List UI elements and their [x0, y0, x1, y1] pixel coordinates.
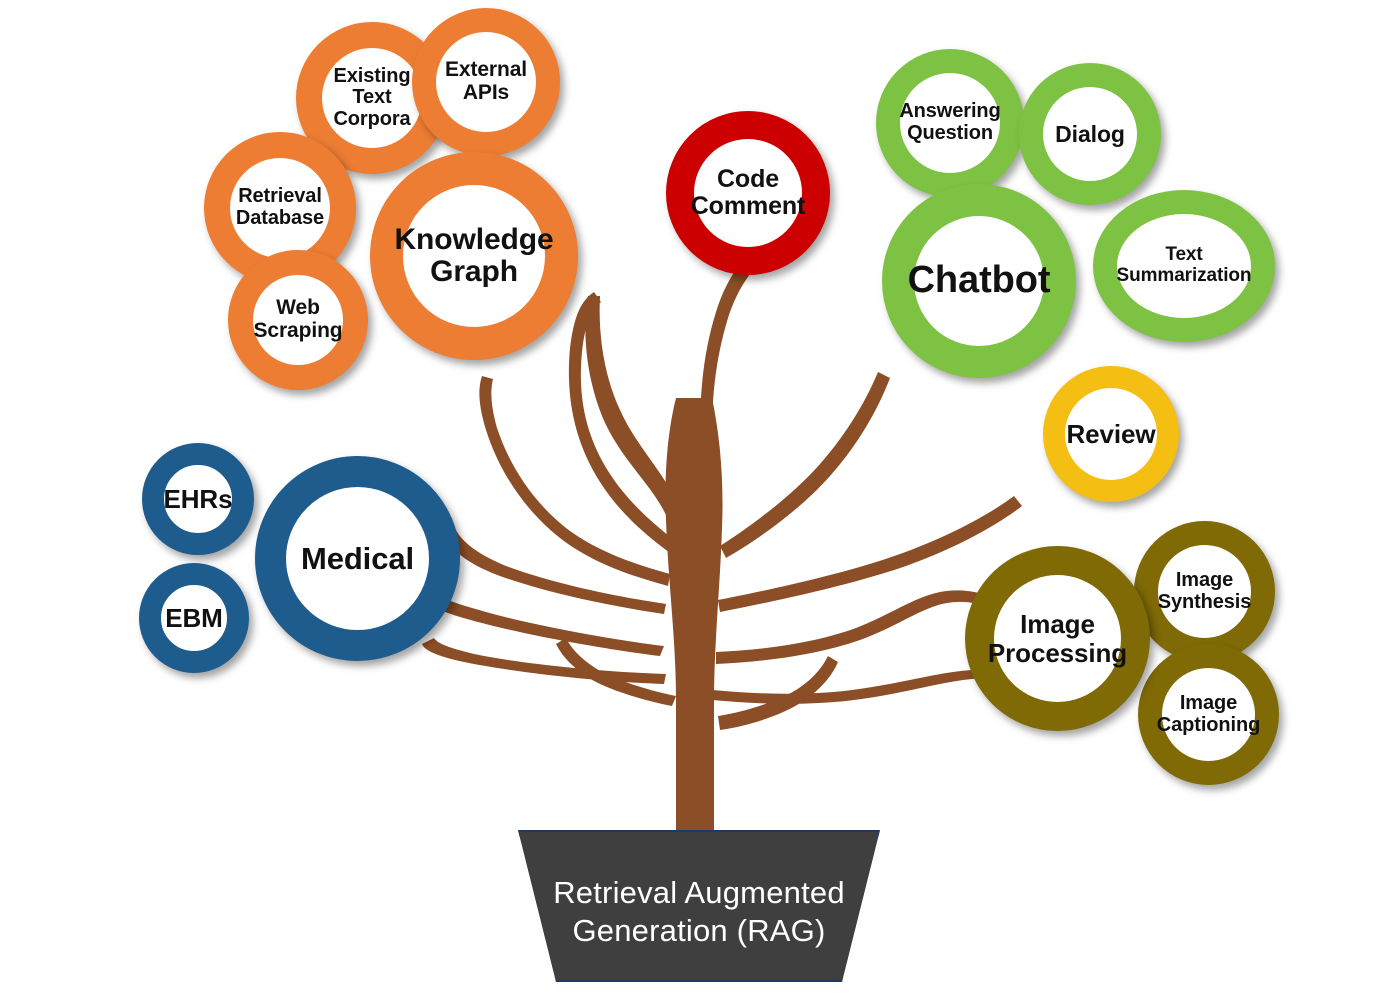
node-dialog[interactable]: Dialog [1019, 63, 1161, 205]
branch-left-upper [479, 376, 670, 586]
branch-to-code-comment [700, 252, 762, 430]
node-web-scraping[interactable]: Web Scraping [228, 250, 368, 390]
node-label: EBM [165, 602, 223, 633]
node-label: Answering Question [899, 100, 1001, 144]
branch-to-review [718, 496, 1022, 612]
node-external-apis[interactable]: External APIs [412, 8, 560, 156]
node-code-comment[interactable]: Code Comment [666, 111, 830, 275]
node-label: Image Processing [987, 609, 1128, 668]
node-label: External APIs [444, 58, 528, 104]
node-label: Image Captioning [1156, 691, 1261, 736]
node-label: Code Comment [690, 165, 806, 220]
node-label: Existing Text Corpora [333, 64, 411, 130]
pot-label: Retrieval Augmented Generation (RAG) [553, 875, 845, 948]
node-label: Knowledge Graph [394, 222, 554, 288]
node-knowledge-graph[interactable]: Knowledge Graph [370, 152, 578, 360]
node-ehrs[interactable]: EHRs [142, 443, 254, 555]
node-label: Dialog [1055, 120, 1125, 147]
node-image-synthesis[interactable]: Image Synthesis [1134, 521, 1275, 662]
branch-to-medical-top [440, 518, 666, 614]
node-label: Medical [300, 540, 414, 576]
pot: Retrieval Augmented Generation (RAG) [518, 830, 880, 982]
node-label: Retrieval Database [235, 185, 325, 229]
branch-right-short [718, 656, 838, 730]
branch-to-image-processing-upper [716, 590, 992, 664]
node-label: Text Summarization [1116, 244, 1252, 286]
trunk [665, 398, 723, 840]
node-image-processing[interactable]: Image Processing [965, 546, 1150, 731]
node-label: EHRs [163, 483, 233, 514]
node-label: Review [1066, 418, 1156, 449]
branch-to-chatbot [720, 372, 890, 558]
node-label: Image Synthesis [1157, 568, 1252, 613]
branch-to-medical-bottom [422, 638, 666, 684]
node-label: Web Scraping [253, 296, 343, 342]
branch-to-medical-mid [428, 594, 664, 656]
node-review[interactable]: Review [1043, 366, 1179, 502]
node-image-captioning[interactable]: Image Captioning [1138, 644, 1279, 785]
branch-left-short [556, 638, 676, 706]
branch-to-image-processing-lower [712, 669, 994, 704]
branch-to-knowledge-graph [568, 292, 684, 560]
node-text-summarization[interactable]: Text Summarization [1093, 190, 1275, 342]
node-medical[interactable]: Medical [255, 456, 460, 661]
node-label: Chatbot [907, 259, 1051, 302]
branch-center-left-prong [585, 296, 680, 520]
tree-trunk-and-branches [422, 252, 1022, 840]
node-chatbot[interactable]: Chatbot [882, 184, 1076, 378]
node-answering-question[interactable]: Answering Question [876, 49, 1024, 197]
node-ebm[interactable]: EBM [139, 563, 249, 673]
